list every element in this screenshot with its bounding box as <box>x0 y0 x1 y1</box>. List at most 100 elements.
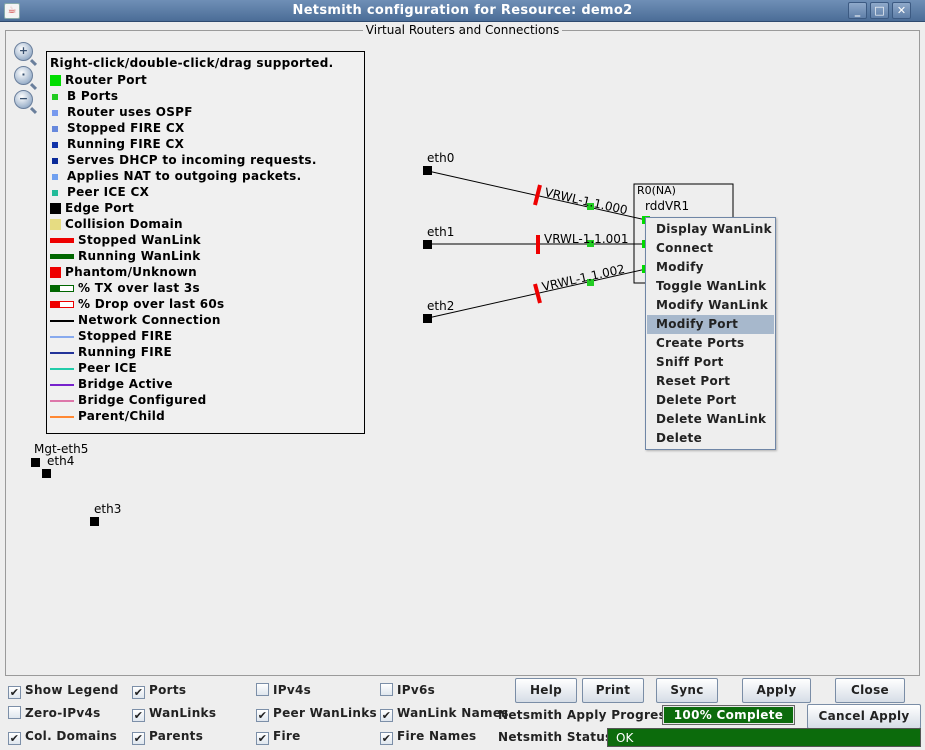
legend-item-label: % Drop over last 60s <box>78 297 225 311</box>
context-menu-item-modify-port[interactable]: Modify Port <box>647 315 774 334</box>
checkbox-show-legend[interactable]: ✔Show Legend <box>8 682 119 699</box>
legend-item: Running WanLink <box>50 248 201 264</box>
checkbox-checked-icon[interactable]: ✔ <box>132 709 145 722</box>
wanlink-label-2[interactable]: VRWL-1.1.002 <box>541 262 627 294</box>
checkbox-checked-icon[interactable]: ✔ <box>8 732 21 745</box>
window-title: Netsmith configuration for Resource: dem… <box>292 3 633 18</box>
checkbox-label: Zero-IPv4s <box>25 706 101 720</box>
legend-item-label: Edge Port <box>65 201 135 215</box>
apply-progress-bar: 100% Complete <box>662 705 795 725</box>
legend-item-label: Stopped FIRE CX <box>67 121 185 135</box>
wanlink-stopped-marker-2[interactable] <box>533 283 542 304</box>
context-menu-item-sniff-port[interactable]: Sniff Port <box>656 355 724 369</box>
router-name: rddVR1 <box>645 199 689 213</box>
wanlink-label-0[interactable]: VRWL-1.1.000 <box>543 185 629 217</box>
edge-port-eth0[interactable] <box>423 166 432 175</box>
checkbox-label: Peer WanLinks <box>273 706 377 720</box>
edge-port-eth4[interactable] <box>42 469 51 478</box>
apply-button[interactable]: Apply <box>742 678 811 703</box>
print-button[interactable]: Print <box>582 678 644 703</box>
checkbox-ipv4s[interactable]: IPv4s <box>256 682 311 698</box>
legend-item-label: Stopped WanLink <box>78 233 201 247</box>
legend-swatch <box>52 157 58 164</box>
checkbox-checked-icon[interactable]: ✔ <box>380 732 393 745</box>
wanlink-stopped-marker-0[interactable] <box>533 184 542 206</box>
checkbox-checked-icon[interactable]: ✔ <box>8 686 21 699</box>
context-menu-item-connect[interactable]: Connect <box>656 241 714 255</box>
wanlink-bport-2[interactable] <box>587 279 594 286</box>
checkbox-checked-icon[interactable]: ✔ <box>256 709 269 722</box>
legend-item-label: Applies NAT to outgoing packets. <box>67 169 302 183</box>
checkbox-zero-ipv4s[interactable]: Zero-IPv4s <box>8 705 101 721</box>
checkbox-checked-icon[interactable]: ✔ <box>256 732 269 745</box>
context-menu-item-modify[interactable]: Modify <box>656 260 704 274</box>
checkbox-fire-names[interactable]: ✔ Fire Names <box>380 728 477 745</box>
legend-item-label: Running WanLink <box>78 249 201 263</box>
legend-swatch <box>50 301 74 308</box>
checkbox-label: WanLinks <box>149 706 217 720</box>
legend-item: % TX over last 3s <box>50 280 200 296</box>
checkbox-peer-wanlinks[interactable]: ✔ Peer WanLinks <box>256 705 377 722</box>
wanlink-label-1[interactable]: VRWL-1.1.001 <box>544 232 629 246</box>
checkbox-checked-icon[interactable]: ✔ <box>380 709 393 722</box>
legend-swatch <box>50 267 61 278</box>
legend-item: Applies NAT to outgoing packets. <box>50 168 302 184</box>
legend-swatch <box>50 415 74 418</box>
minimize-icon[interactable]: _ <box>848 2 867 19</box>
legend-swatch <box>52 93 58 100</box>
checkbox-wanlinks[interactable]: ✔ WanLinks <box>132 705 217 722</box>
cancel-apply-button[interactable]: Cancel Apply <box>807 704 921 729</box>
legend-item-label: Stopped FIRE <box>78 329 173 343</box>
checkbox-col-domains[interactable]: ✔Col. Domains <box>8 728 117 745</box>
edge-port-eth3[interactable] <box>90 517 99 526</box>
legend-item: Peer ICE CX <box>50 184 149 200</box>
checkbox-parents[interactable]: ✔Parents <box>132 728 203 745</box>
context-menu-item-display-wanlink[interactable]: Display WanLink <box>656 222 772 236</box>
legend-box: Right-click/double-click/drag supported.… <box>46 51 365 434</box>
context-menu-item-reset-port[interactable]: Reset Port <box>656 374 731 388</box>
zoom-in-icon[interactable]: + <box>14 42 33 61</box>
legend-item: Edge Port <box>50 200 134 216</box>
context-menu-item-delete-port[interactable]: Delete Port <box>656 393 737 407</box>
close-window-icon[interactable]: ✕ <box>892 2 911 19</box>
zoom-out-icon[interactable]: − <box>14 90 33 109</box>
context-menu-item-modify-wanlink[interactable]: Modify WanLink <box>656 298 769 312</box>
topology-canvas[interactable]: R0(NA) rddVR1 VRWL-1.1.000 VRWL-1.1.001 … <box>0 0 925 680</box>
context-menu-item-delete[interactable]: Delete <box>656 431 703 445</box>
legend-item: Collision Domain <box>50 216 183 232</box>
checkbox-unchecked-icon[interactable] <box>380 683 393 696</box>
edge-port-eth1[interactable] <box>423 240 432 249</box>
topology-panel-title: Virtual Routers and Connections <box>0 22 925 38</box>
checkbox-ports[interactable]: ✔Ports <box>132 682 186 699</box>
legend-item: Router Port <box>50 72 147 88</box>
edge-port-eth2[interactable] <box>423 314 432 323</box>
checkbox-checked-icon[interactable]: ✔ <box>132 686 145 699</box>
legend-item: Router uses OSPF <box>50 104 193 120</box>
wanlink-bport-0[interactable] <box>587 203 594 210</box>
checkbox-label: WanLink Names <box>397 706 509 720</box>
checkbox-unchecked-icon[interactable] <box>8 706 21 719</box>
legend-item-label: Router uses OSPF <box>67 105 193 119</box>
wanlink-bport-1[interactable] <box>587 240 594 247</box>
checkbox-checked-icon[interactable]: ✔ <box>132 732 145 745</box>
checkbox-label: IPv4s <box>273 683 312 697</box>
checkbox-ipv6s[interactable]: IPv6s <box>380 682 435 698</box>
checkbox-wanlink-names[interactable]: ✔ WanLink Names <box>380 705 509 722</box>
sync-button[interactable]: Sync <box>656 678 718 703</box>
port-label-eth1: eth1 <box>427 225 454 239</box>
legend-item-label: Running FIRE <box>78 345 172 359</box>
context-menu-item-delete-wanlink[interactable]: Delete WanLink <box>656 412 767 426</box>
checkbox-fire[interactable]: ✔Fire <box>256 728 301 745</box>
legend-item-label: Running FIRE CX <box>67 137 185 151</box>
help-button[interactable]: Help <box>515 678 577 703</box>
checkbox-label: Fire Names <box>397 729 477 743</box>
legend-item-label: Network Connection <box>78 313 221 327</box>
close-button[interactable]: Close <box>835 678 905 703</box>
maximize-icon[interactable]: □ <box>870 2 889 19</box>
zoom-reset-icon[interactable]: · <box>14 66 33 85</box>
context-menu-item-toggle-wanlink[interactable]: Toggle WanLink <box>656 279 767 293</box>
legend-item: Phantom/Unknown <box>50 264 197 280</box>
context-menu-item-create-ports[interactable]: Create Ports <box>656 336 745 350</box>
checkbox-unchecked-icon[interactable] <box>256 683 269 696</box>
edge-port-mgt-eth5[interactable] <box>31 458 40 467</box>
